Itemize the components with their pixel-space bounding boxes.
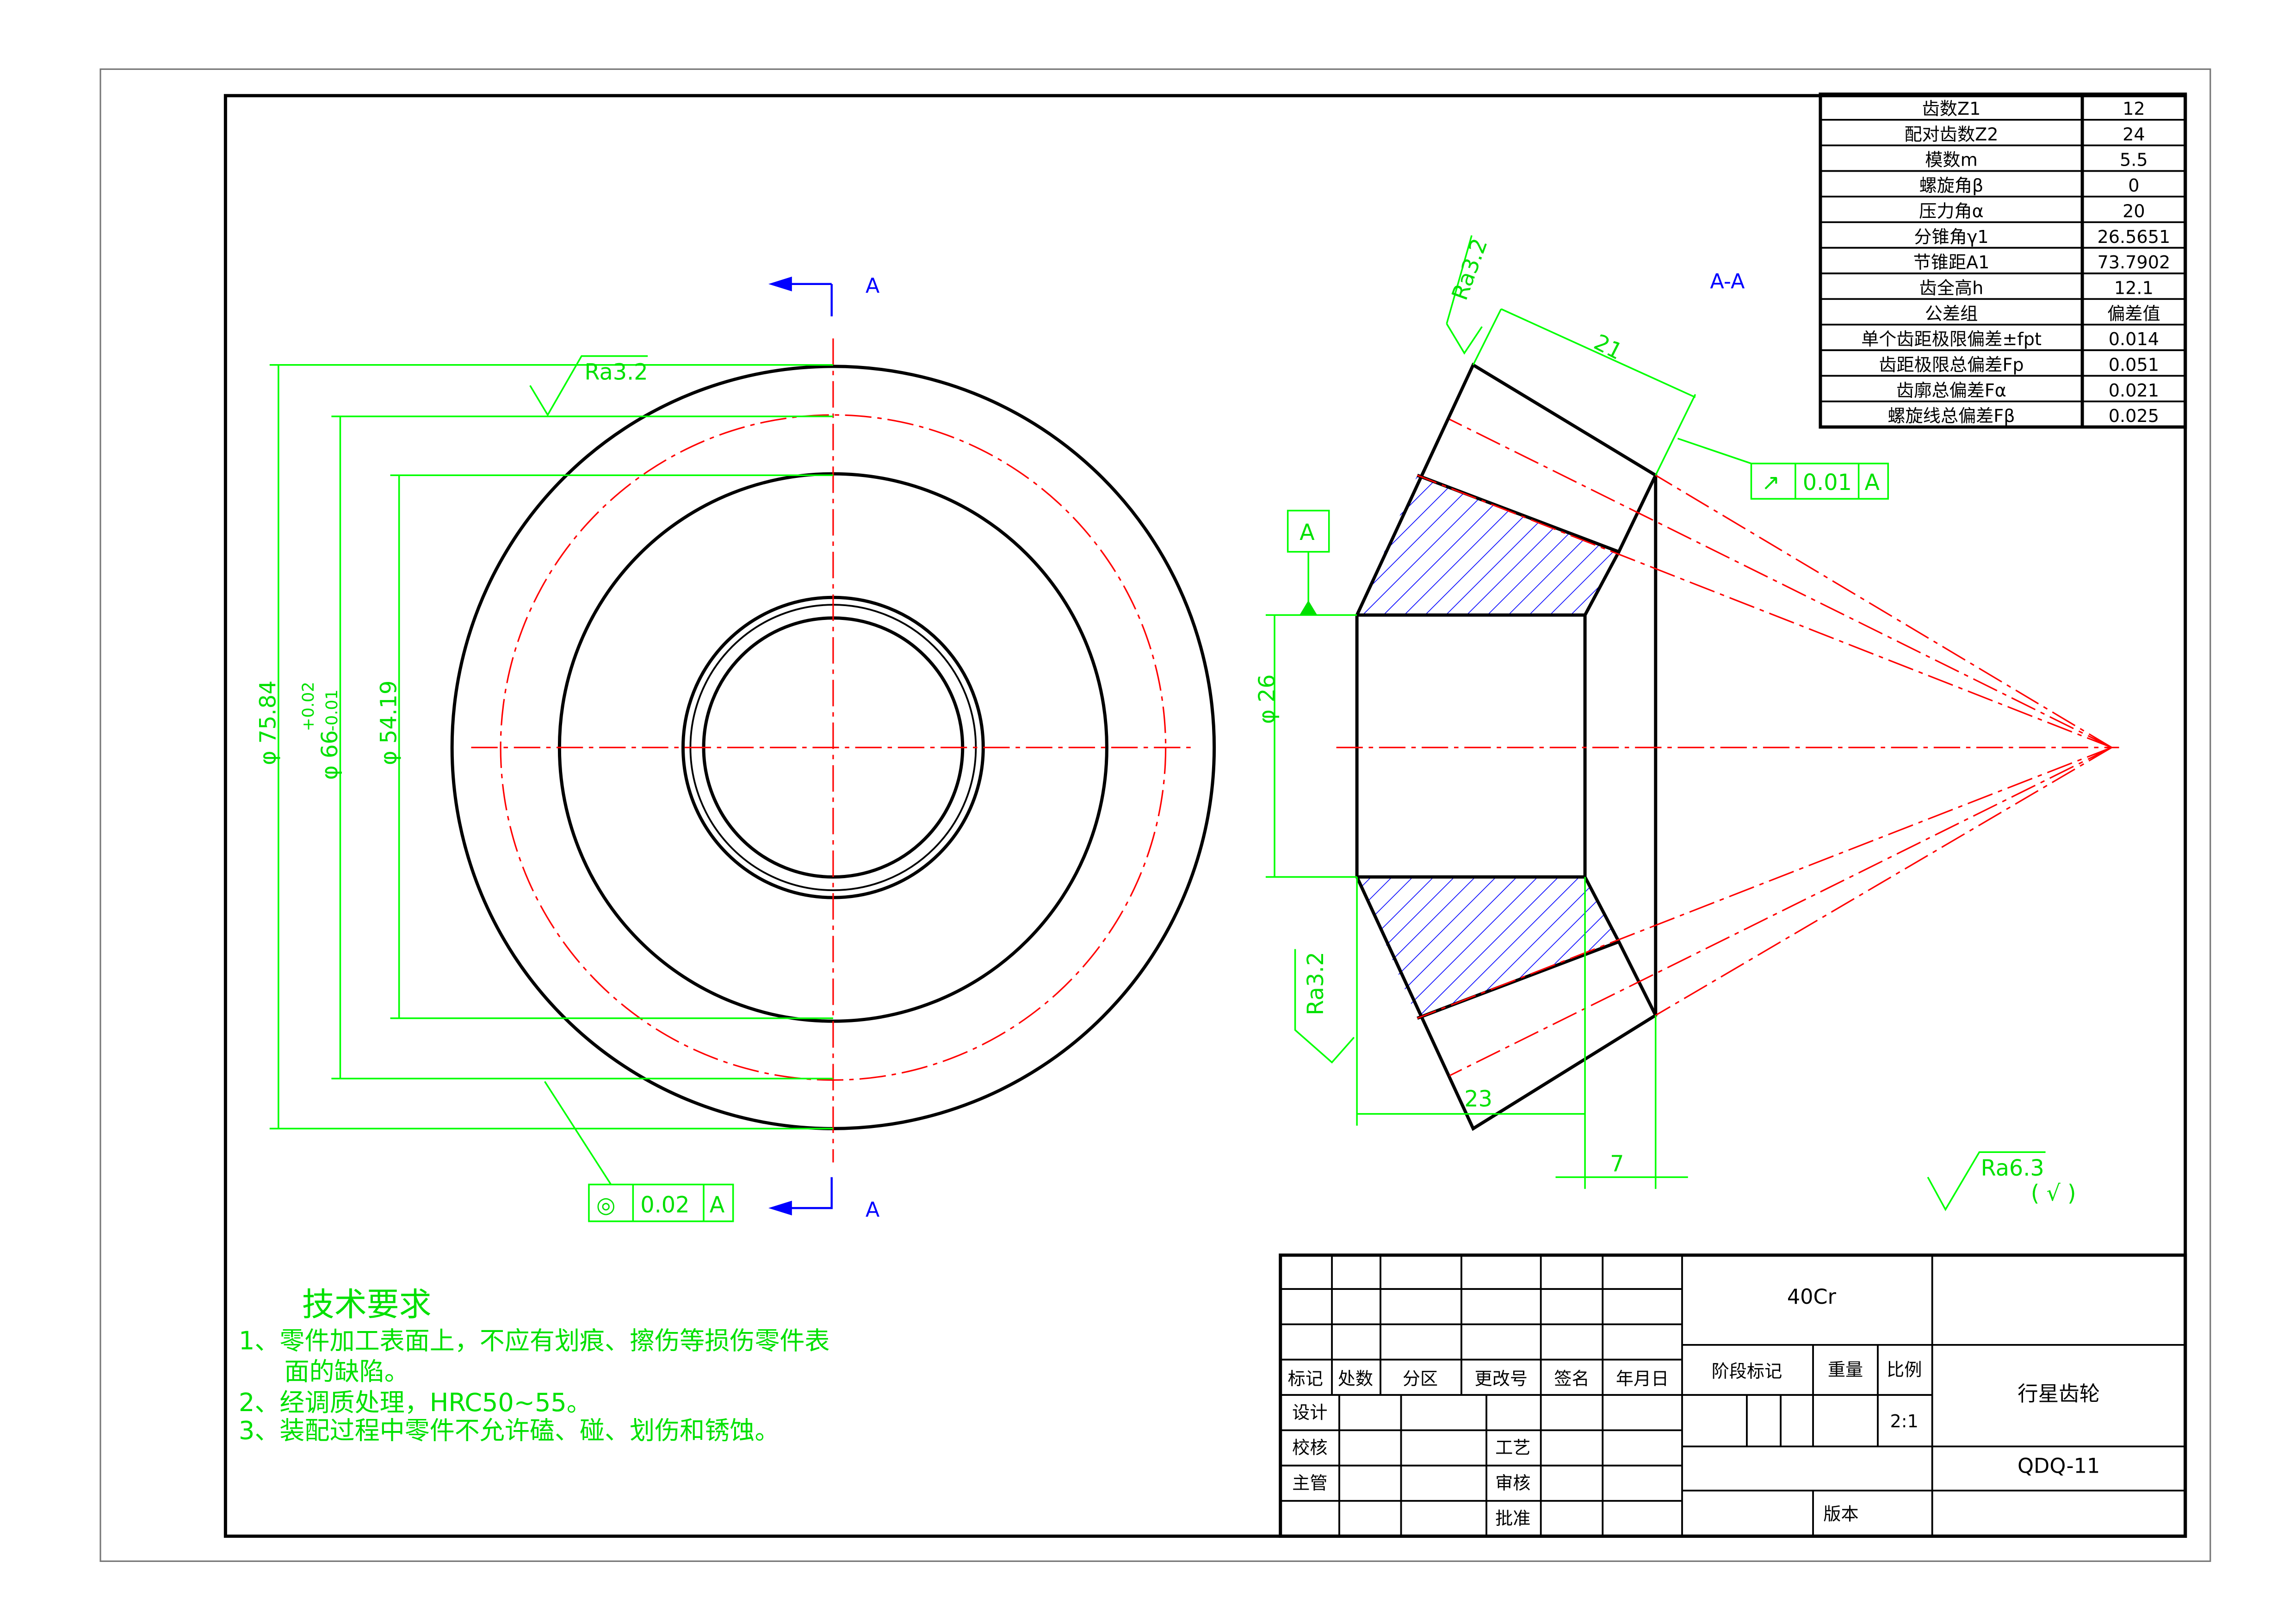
runout-icon: ↗ bbox=[1762, 470, 1780, 496]
dim-length-23: 23 bbox=[1464, 1087, 1492, 1112]
tb-review: 审核 bbox=[1495, 1473, 1530, 1493]
tb-header: 年月日 bbox=[1616, 1369, 1669, 1389]
param-label: 螺旋角β bbox=[1919, 175, 1984, 196]
dim-pitch-tol-upper: +0.02 bbox=[299, 681, 318, 731]
front-dimensions: φ 75.84 φ 66 +0.02 -0.01 φ 54.19 Ra3.2 ◎… bbox=[256, 355, 833, 1222]
dim-face-width: 21 bbox=[1590, 329, 1627, 365]
param-label: 压力角α bbox=[1919, 201, 1984, 221]
tb-approve: 批准 bbox=[1495, 1508, 1530, 1529]
section-marker-bottom: A bbox=[866, 1198, 880, 1222]
datum-label: A bbox=[1300, 520, 1315, 545]
param-label: 节锥距A1 bbox=[1913, 252, 1990, 273]
param-value: 12 bbox=[2123, 99, 2145, 119]
roughness-cone: Ra3.2 bbox=[1447, 235, 1493, 304]
param-value: 0.021 bbox=[2109, 380, 2159, 401]
tb-header: 处数 bbox=[1338, 1369, 1373, 1389]
runout-value: 0.01 bbox=[1803, 470, 1852, 496]
dim-pitch-diameter: φ 66 bbox=[317, 730, 343, 780]
concentricity-datum: A bbox=[710, 1193, 725, 1218]
dim-inner-diameter: φ 54.19 bbox=[376, 681, 402, 765]
dim-outer-diameter: φ 75.84 bbox=[256, 681, 281, 765]
tb-scale-label: 比例 bbox=[1887, 1360, 1922, 1380]
tb-material: 40Cr bbox=[1787, 1285, 1837, 1309]
param-label: 分锥角γ1 bbox=[1914, 227, 1988, 247]
tech-req-line: 1、零件加工表面上，不应有划痕、擦伤等损伤零件表 bbox=[239, 1326, 829, 1355]
dim-bore-diameter: φ 26 bbox=[1255, 674, 1280, 724]
front-view bbox=[450, 338, 1216, 1163]
param-label: 齿廓总偏差Fα bbox=[1896, 380, 2006, 401]
tb-header: 签名 bbox=[1554, 1369, 1589, 1389]
gear-parameter-table: 齿数Z1 12 配对齿数Z2 24 模数m 5.5 螺旋角β 0 压力角α 20 分锥角γ1 26.5… bbox=[1819, 93, 2187, 429]
param-value: 24 bbox=[2123, 124, 2145, 144]
param-label: 齿全高h bbox=[1919, 278, 1984, 298]
outer-border bbox=[99, 68, 2211, 1562]
tb-check: 校核 bbox=[1292, 1437, 1327, 1458]
tech-req-line: 3、装配过程中零件不允许磕、碰、划伤和锈蚀。 bbox=[239, 1416, 780, 1445]
param-label: 单个齿距极限偏差±fpt bbox=[1861, 329, 2042, 349]
roughness-bore: Ra3.2 bbox=[1303, 952, 1329, 1015]
runout-datum: A bbox=[1864, 470, 1880, 496]
roughness-general: Ra6.3 bbox=[1981, 1156, 2044, 1181]
tb-scale: 2:1 bbox=[1890, 1411, 1918, 1431]
roughness-general-suffix: ( √ ) bbox=[2031, 1181, 2076, 1206]
section-dimensions: 21 φ 26 23 7 A ↗ 0.01 A Ra3.2 Ra3.2 Ra6.… bbox=[1255, 235, 2076, 1211]
roughness-front: Ra3.2 bbox=[584, 360, 648, 385]
technical-requirements: 技术要求 1、零件加工表面上，不应有划痕、擦伤等损伤零件表 面的缺陷。 2、经调… bbox=[239, 1286, 829, 1445]
section-view bbox=[1336, 362, 2119, 1131]
param-label: 公差组 bbox=[1925, 304, 1978, 324]
tb-part-name: 行星齿轮 bbox=[2018, 1382, 2100, 1406]
param-label: 螺旋线总偏差Fβ bbox=[1888, 406, 2015, 426]
section-markers: A A A-A bbox=[768, 270, 1745, 1222]
tech-req-line: 面的缺陷。 bbox=[285, 1357, 409, 1386]
tech-req-line: 2、经调质处理，HRC50~55。 bbox=[239, 1388, 592, 1417]
param-label: 齿数Z1 bbox=[1922, 99, 1981, 119]
dim-length-7: 7 bbox=[1610, 1152, 1624, 1177]
tb-process: 工艺 bbox=[1495, 1437, 1530, 1458]
tb-stage: 阶段标记 bbox=[1712, 1361, 1782, 1381]
param-value: 0.014 bbox=[2109, 329, 2159, 349]
title-block: 标记处数 分区 更改号 签名 年月日 设计 校核 主管 工艺 审核 批准 40Cr 阶段… bbox=[1279, 1253, 2187, 1538]
param-value: 0.025 bbox=[2109, 406, 2159, 426]
tb-header: 分区 bbox=[1403, 1369, 1438, 1389]
concentricity-value: 0.02 bbox=[640, 1193, 689, 1218]
tb-manager: 主管 bbox=[1292, 1473, 1327, 1493]
param-label: 配对齿数Z2 bbox=[1904, 124, 1998, 144]
param-label: 齿距极限总偏差Fp bbox=[1879, 354, 2024, 375]
section-marker-top: A bbox=[866, 274, 880, 298]
tb-version: 版本 bbox=[1823, 1504, 1858, 1524]
param-value: 偏差值 bbox=[2107, 304, 2160, 324]
param-value: 26.5651 bbox=[2097, 227, 2170, 247]
concentricity-icon: ◎ bbox=[596, 1193, 616, 1218]
param-value: 73.7902 bbox=[2097, 252, 2170, 273]
param-value: 5.5 bbox=[2120, 150, 2148, 170]
tb-header: 标记 bbox=[1288, 1369, 1323, 1389]
param-value: 20 bbox=[2123, 201, 2145, 221]
param-value: 0.051 bbox=[2109, 354, 2159, 375]
tech-req-title: 技术要求 bbox=[302, 1286, 432, 1323]
section-title: A-A bbox=[1710, 270, 1745, 293]
tb-weight: 重量 bbox=[1828, 1360, 1863, 1380]
inner-frame bbox=[223, 94, 2187, 1538]
param-value: 12.1 bbox=[2114, 278, 2154, 298]
param-value: 0 bbox=[2128, 175, 2139, 196]
tb-drawing-no: QDQ-11 bbox=[2018, 1455, 2100, 1478]
roughness-symbol bbox=[529, 355, 648, 417]
param-label: 模数m bbox=[1925, 150, 1977, 170]
dim-pitch-tol-lower: -0.01 bbox=[323, 689, 341, 731]
tb-design: 设计 bbox=[1292, 1402, 1327, 1423]
tb-header: 更改号 bbox=[1475, 1369, 1528, 1389]
